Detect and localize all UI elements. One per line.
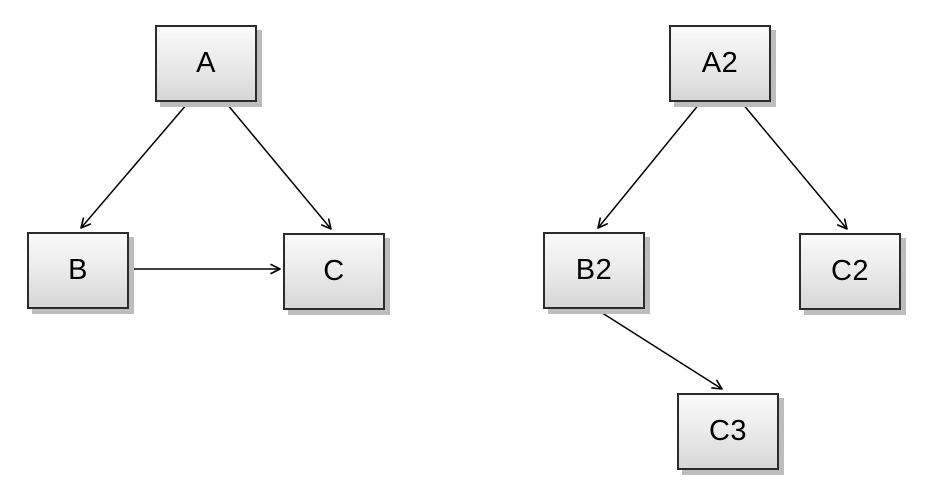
node-c-label: C <box>323 255 345 287</box>
node-c[interactable]: C <box>283 233 385 310</box>
node-c3-label: C3 <box>708 415 748 447</box>
node-a-label: A <box>196 47 216 79</box>
edge-a-to-b[interactable] <box>80 103 188 229</box>
node-b[interactable]: B <box>27 232 129 309</box>
node-c2[interactable]: C2 <box>799 233 901 310</box>
node-a2[interactable]: A2 <box>669 25 771 102</box>
node-c2-label: C2 <box>830 255 870 287</box>
node-a[interactable]: A <box>155 25 257 102</box>
node-b2-label: B2 <box>575 254 613 286</box>
node-b2[interactable]: B2 <box>543 232 645 309</box>
edge-b2-to-c3[interactable] <box>595 308 723 390</box>
edge-a2-to-c2[interactable] <box>741 102 848 230</box>
edge-a-to-c[interactable] <box>226 103 332 230</box>
node-c3[interactable]: C3 <box>677 393 779 470</box>
node-b-label: B <box>68 254 88 286</box>
edge-a2-to-b2[interactable] <box>597 102 701 229</box>
node-a2-label: A2 <box>701 47 739 79</box>
